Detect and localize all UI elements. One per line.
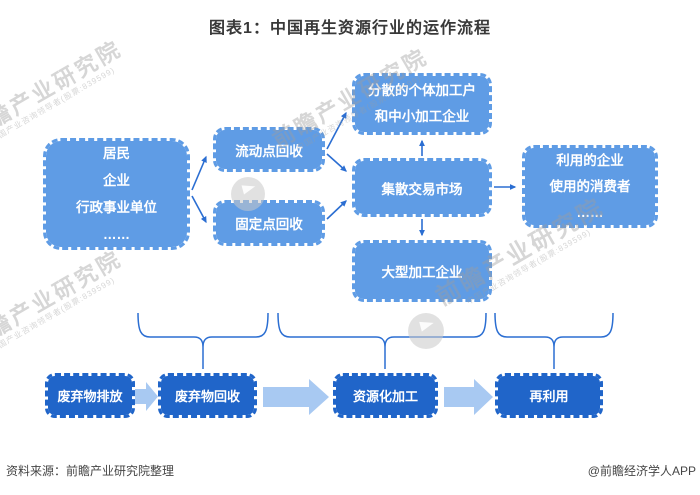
brace-reuse-stage [494,312,614,369]
stage-label: 资源化加工 [352,389,418,404]
node-mobile-recycle: 流动点回收 [213,127,325,172]
node-line: 行政事业单位 [76,200,157,215]
stage-label: 再利用 [529,389,569,404]
node-line: 大型加工企业 [381,265,463,280]
node-scattered-processors: 分散的个体加工户 和中小加工企业 [352,73,492,135]
node-line: 使用的消费者 [549,178,631,194]
node-line: …… [576,204,604,220]
node-large-processors: 大型加工企业 [352,240,492,302]
arrow-fixed-to-market [326,200,347,220]
stage-resource-processing: 资源化加工 [333,373,438,418]
node-trading-market: 集散交易市场 [352,158,492,217]
node-line: 固定点回收 [235,217,303,232]
node-line: …… [103,227,130,242]
stage-waste-discharge: 废弃物排放 [45,373,135,418]
app-credit: @前瞻经济学人APP [587,464,696,478]
node-line: 居民 [103,146,130,161]
figure-title: 图表1：中国再生资源行业的运作流程 [209,20,491,37]
source-note: 资料来源：前瞻产业研究院整理 [6,464,175,478]
brace-processing-stage [277,312,487,369]
stage-waste-recycle: 废弃物回收 [158,373,257,418]
arrow-mobile-to-scattered [326,111,347,150]
node-fixed-recycle: 固定点回收 [213,200,325,246]
arrow-mobile-to-market [326,153,347,172]
stage-label: 废弃物回收 [174,389,240,404]
node-line: 和中小加工企业 [374,109,470,124]
node-users-consumers: 利用的企业 使用的消费者 …… [522,145,658,228]
stage-label: 废弃物排放 [57,389,123,404]
block-arrow-process-to-reuse [444,379,493,415]
node-line: 集散交易市场 [381,181,463,197]
node-line: 分散的个体加工户 [368,83,476,98]
arrow-source-to-fixed [191,195,207,224]
brace-recycling-stage [137,312,269,369]
block-arrow-discharge-to-recycle [135,382,158,411]
block-arrow-recycle-to-process [263,379,329,415]
node-source-groups: 居民 企业 行政事业单位 …… [43,138,190,250]
node-line: 利用的企业 [556,152,624,168]
stage-reuse: 再利用 [495,373,603,418]
node-line: 流动点回收 [235,143,303,159]
arrow-source-to-mobile [191,155,207,191]
node-line: 企业 [103,173,130,188]
